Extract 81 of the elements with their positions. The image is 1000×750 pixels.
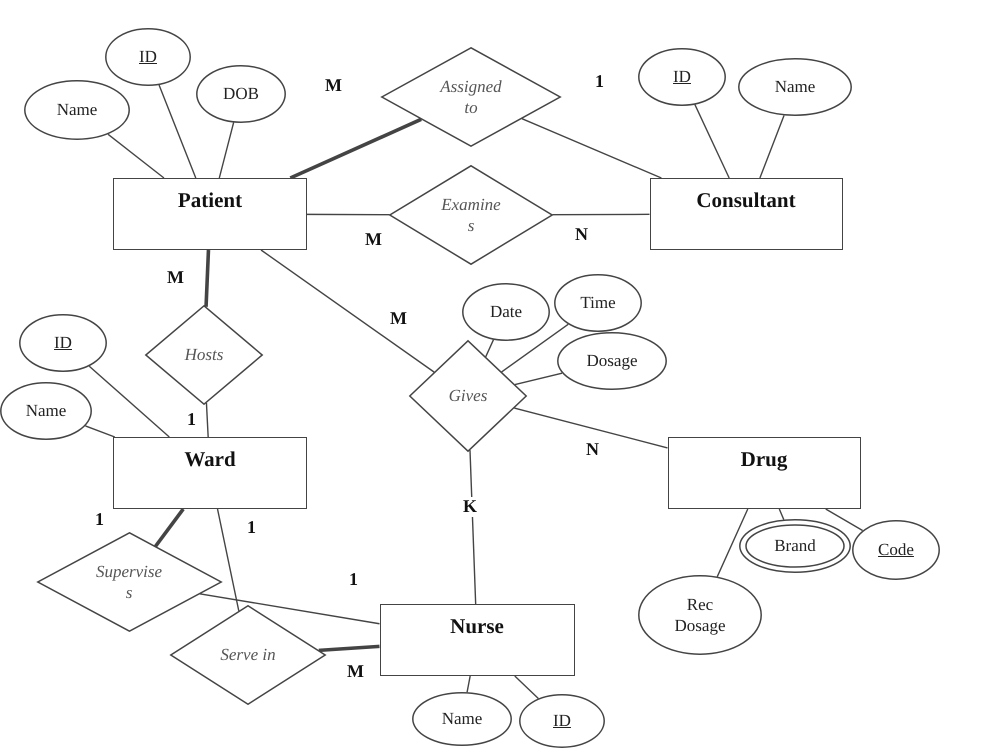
connector-line [514,407,668,449]
entity-box [650,178,842,250]
relationship-diamond [409,340,527,452]
multivalued-attribute-ellipse [739,519,851,573]
connector-line [716,508,748,577]
connector-line [206,402,209,438]
connector-line [216,508,240,612]
connector-line [88,366,170,438]
cardinality-label: K [461,497,480,517]
entity-box [380,604,574,676]
attribute-ellipse [557,332,667,390]
connector-line [85,425,116,438]
relationship-diamond [170,605,326,705]
connector-line [552,214,650,216]
relationship-diamond [389,165,553,265]
connector-line [108,134,164,179]
relationship-name: Gives [448,385,488,407]
key-attribute-ellipse [19,314,107,372]
attribute-name: DOB [223,83,259,105]
connector-line [694,104,730,178]
attribute-ellipse [638,575,762,655]
key-attribute-ellipse [852,520,940,580]
attribute-ellipse [554,274,642,332]
relationship-name: Supervise s [94,560,164,604]
relationship-name: Assigned to [438,76,503,118]
connector-line [514,372,562,386]
connector-line [759,115,785,178]
attribute-name: ID [553,710,571,732]
attribute-ellipse [0,382,92,440]
entity-box [113,178,307,250]
entity-name: Consultant [696,187,796,214]
relationship-name: Hosts [184,344,224,366]
entity-box [113,437,307,509]
key-attribute-ellipse [105,28,191,86]
attribute-ellipse [738,58,852,116]
attribute-name: ID [139,46,157,68]
connector-line [318,644,380,652]
attribute-name: Code [878,539,914,561]
entity-box [668,437,860,509]
connector-line [825,508,863,532]
connector-line [154,508,185,548]
key-attribute-ellipse [638,48,726,106]
attribute-name: ID [54,332,72,354]
attribute-name: Date [490,301,522,323]
attribute-ellipse [412,692,512,746]
connector-line [204,250,210,307]
connector-line [514,676,539,699]
connector-line [466,676,471,692]
entity-name: Patient [178,187,242,214]
attribute-name: Brand [774,535,816,557]
connector-line [522,118,662,179]
attribute-name: Dosage [586,350,638,372]
attribute-name: Name [56,99,98,121]
entity-name: Nurse [450,613,504,640]
connector-line [469,450,476,604]
connector-line [501,324,569,372]
connector-line [260,249,435,373]
entity-name: Ward [184,446,236,472]
relationship-name: Serve in [220,644,276,666]
relationship-diamond [145,305,263,405]
attribute-name: Time [580,292,616,314]
relationship-name: Examine s [440,194,502,236]
connector-line [485,340,494,358]
key-attribute-ellipse [519,694,605,748]
attribute-name: ID [673,66,691,88]
connector-line [290,118,422,180]
connector-line [218,122,234,178]
connector-line [307,214,390,216]
connector-line [200,593,380,624]
attribute-ellipse [24,80,130,140]
attribute-ellipse [462,283,550,341]
attribute-name: Rec Dosage [674,594,726,636]
connector-line [778,508,784,520]
relationship-diamond [381,47,561,147]
entity-name: Drug [740,446,788,472]
attribute-name: Name [26,400,66,422]
connector-line [158,84,196,178]
attribute-name: Name [442,708,482,730]
relationship-diamond [36,532,222,632]
attribute-ellipse [196,65,286,123]
attribute-name: Name [774,76,816,98]
